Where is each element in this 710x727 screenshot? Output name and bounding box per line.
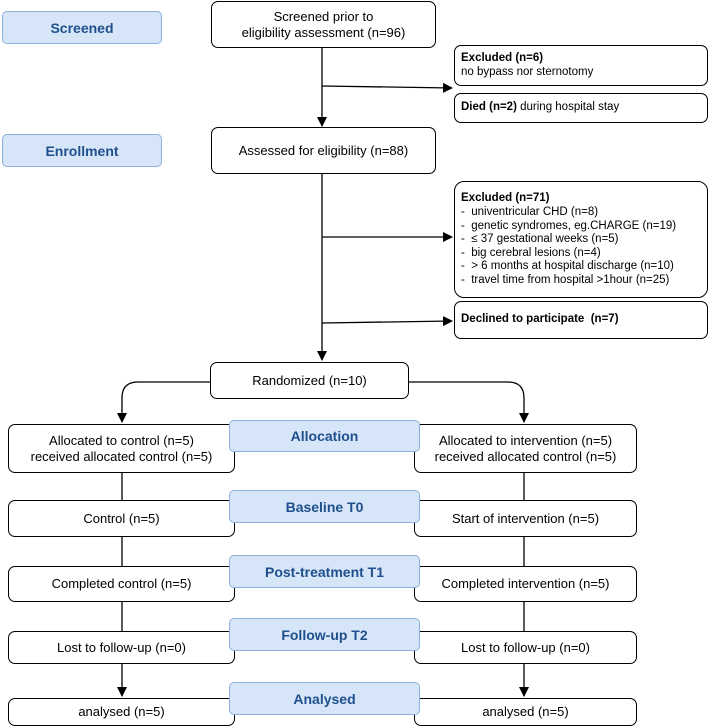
screened-line2: eligibility assessment (n=96) bbox=[241, 24, 406, 40]
died-box: Died (n=2) during hospital stay bbox=[454, 93, 708, 123]
stage-allocation: Allocation bbox=[229, 420, 420, 452]
intervention-followup-label: Lost to follow-up (n=0) bbox=[461, 639, 590, 655]
stage-enrollment: Enrollment bbox=[2, 134, 162, 167]
excluded-reason-item: travel time from hospital >1hour (n=25) bbox=[461, 274, 676, 288]
intervention-followup-box: Lost to follow-up (n=0) bbox=[414, 631, 637, 664]
randomized-box: Randomized (n=10) bbox=[210, 362, 409, 399]
intervention-analysed-box: analysed (n=5) bbox=[414, 698, 637, 726]
stage-follow-up: Follow-up T2 bbox=[229, 618, 420, 651]
stage-analysed: Analysed bbox=[229, 682, 420, 715]
control-allocated-line2: received allocated control (n=5) bbox=[30, 448, 213, 464]
excluded-reason-item: > 6 months at hospital discharge (n=10) bbox=[461, 260, 676, 274]
stage-baseline: Baseline T0 bbox=[229, 490, 420, 523]
intervention-allocated-line2: received allocated control (n=5) bbox=[434, 448, 617, 464]
control-baseline-label: Control (n=5) bbox=[83, 510, 160, 526]
excluded-first-box: Excluded (n=6) no bypass nor sternotomy bbox=[454, 45, 708, 86]
assessed-box: Assessed for eligibility (n=88) bbox=[211, 127, 436, 174]
intervention-analysed-label: analysed (n=5) bbox=[482, 704, 569, 719]
arrow-to-control-arm bbox=[117, 381, 210, 423]
control-post-label: Completed control (n=5) bbox=[51, 576, 192, 591]
excluded-second-list: univentricular CHD (n=8) genetic syndrom… bbox=[461, 206, 676, 287]
excluded-reason-item: genetic syndromes, eg.CHARGE (n=19) bbox=[461, 220, 676, 234]
control-post-box: Completed control (n=5) bbox=[8, 566, 235, 602]
intervention-allocated-line1: Allocated to intervention (n=5) bbox=[438, 432, 613, 448]
control-analysed-box: analysed (n=5) bbox=[8, 698, 235, 726]
control-followup-label: Lost to follow-up (n=0) bbox=[57, 639, 186, 655]
stage-screened: Screened bbox=[2, 11, 162, 44]
declined-label: Declined to participate (n=7) bbox=[461, 313, 619, 326]
intervention-post-label: Completed intervention (n=5) bbox=[441, 576, 610, 591]
control-baseline-box: Control (n=5) bbox=[8, 500, 235, 537]
declined-box: Declined to participate (n=7) bbox=[454, 301, 708, 339]
control-followup-box: Lost to follow-up (n=0) bbox=[8, 631, 235, 664]
intervention-post-box: Completed intervention (n=5) bbox=[414, 566, 637, 602]
arrow-to-declined bbox=[321, 316, 453, 327]
died-detail: during hospital stay bbox=[516, 101, 620, 114]
arrow-to-intervention-arm bbox=[409, 381, 529, 423]
excluded-reason-item: big cerebral lesions (n=4) bbox=[461, 247, 676, 261]
randomized-label: Randomized (n=10) bbox=[252, 372, 367, 388]
stage-post-treatment: Post-treatment T1 bbox=[229, 555, 420, 588]
died-title: Died (n=2) bbox=[461, 101, 517, 114]
excluded-first-title: Excluded (n=6) bbox=[461, 52, 544, 64]
control-analysed-label: analysed (n=5) bbox=[78, 704, 165, 719]
excluded-second-box: Excluded (n=71) univentricular CHD (n=8)… bbox=[454, 181, 708, 298]
control-allocated-line1: Allocated to control (n=5) bbox=[49, 432, 194, 448]
excluded-first-detail: no bypass nor sternotomy bbox=[461, 65, 594, 78]
excluded-reason-item: ≤ 37 gestational weeks (n=5) bbox=[461, 233, 676, 247]
excluded-reason-item: univentricular CHD (n=8) bbox=[461, 206, 676, 220]
intervention-allocated-box: Allocated to intervention (n=5) received… bbox=[414, 424, 637, 473]
assessed-label: Assessed for eligibility (n=88) bbox=[238, 142, 409, 158]
intervention-baseline-box: Start of intervention (n=5) bbox=[414, 500, 637, 537]
arrow-to-excluded-first bbox=[321, 82, 453, 93]
screened-box: Screened prior to eligibility assessment… bbox=[211, 1, 436, 48]
screened-line1: Screened prior to bbox=[273, 8, 374, 24]
control-allocated-box: Allocated to control (n=5) received allo… bbox=[8, 424, 235, 473]
intervention-baseline-label: Start of intervention (n=5) bbox=[451, 510, 600, 526]
excluded-second-title: Excluded (n=71) bbox=[461, 191, 550, 204]
